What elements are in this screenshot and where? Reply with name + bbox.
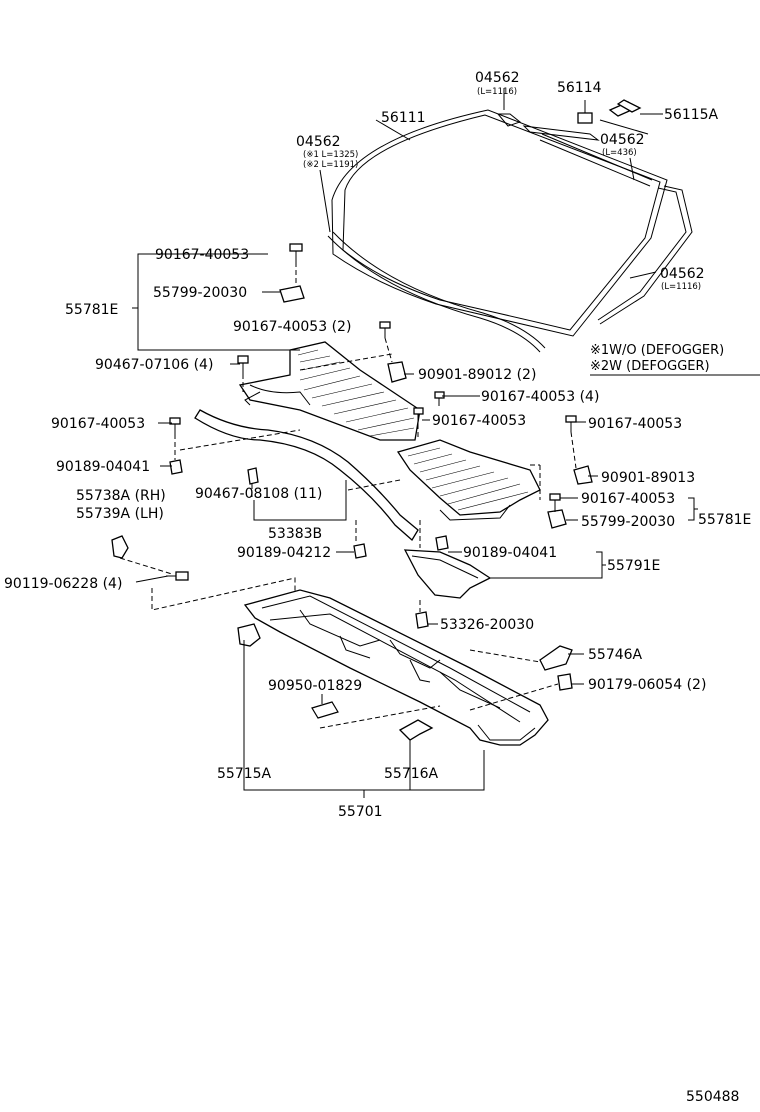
label-04562-top-length: (L=1116)	[477, 87, 517, 97]
bolt-icon	[289, 243, 303, 262]
note-without-defogger: ※1W/O (DEFOGGER)	[590, 343, 724, 358]
label-55739A: 55739A (LH)	[76, 506, 164, 522]
diagram-id: 550488	[686, 1089, 739, 1105]
label-90179: 90179-06054 (2)	[588, 677, 706, 693]
cowl-top-panel-right	[396, 439, 541, 521]
label-55781E-left: 55781E	[65, 302, 118, 318]
label-04562-left: 04562	[296, 134, 341, 150]
cowl-lower-panel	[243, 589, 549, 746]
label-55701: 55701	[338, 804, 383, 820]
bolt-icon	[565, 415, 577, 432]
label-04562-right: 04562	[660, 266, 705, 282]
label-90189-a: 90189-04041	[56, 459, 150, 475]
bracket-55746A	[539, 645, 573, 671]
label-55791E: 55791E	[607, 558, 660, 574]
nut-icon	[353, 543, 367, 559]
clip-icon	[387, 361, 407, 383]
side-moulding-mid	[539, 119, 653, 187]
label-04562-mid-length: (L=436)	[602, 148, 637, 158]
label-55738A: 55738A (RH)	[76, 488, 166, 504]
label-90901-2: 90901-89012 (2)	[418, 367, 536, 383]
clip-icon	[279, 285, 305, 303]
label-04562-top: 04562	[475, 70, 520, 86]
label-56115A: 56115A	[664, 107, 719, 123]
side-moulding-right	[597, 185, 693, 325]
label-04562-left-length2: (※2 L=1191)	[303, 160, 358, 170]
bolt-icon	[434, 391, 445, 406]
label-04562-left-length1: (※1 L=1325)	[303, 150, 358, 160]
part-labels: 04562 (L=1116) 56114 56115A 56111 04562 …	[4, 70, 751, 1105]
clip-icon	[547, 509, 567, 529]
nut-icon	[557, 673, 573, 691]
upper-moulding	[496, 113, 600, 141]
screw-icon	[237, 355, 249, 374]
label-90467-11: 90467-08108 (11)	[195, 486, 322, 502]
label-90167-d: 90167-40053	[588, 416, 682, 432]
label-56111: 56111	[381, 110, 426, 126]
label-90167-e: 90167-40053	[581, 491, 675, 507]
label-90167-b: 90167-40053	[432, 413, 526, 429]
cowl-bracket-55791E	[403, 549, 492, 599]
plug-90950	[311, 701, 339, 719]
hood-seal-53383B	[194, 409, 419, 542]
label-90950: 90950-01829	[268, 678, 362, 694]
label-56114: 56114	[557, 80, 602, 96]
label-04562-right-length: (L=1116)	[661, 282, 701, 292]
label-55799-b: 55799-20030	[581, 514, 675, 530]
note-with-defogger: ※2W (DEFOGGER)	[590, 359, 710, 374]
bolt-icon	[413, 407, 424, 424]
bolt-icon	[379, 321, 391, 338]
label-55746A: 55746A	[588, 647, 643, 663]
label-90189-b: 90189-04212	[237, 545, 331, 561]
label-55799-a: 55799-20030	[153, 285, 247, 301]
stay-55715A	[237, 623, 261, 647]
label-55715A: 55715A	[217, 766, 272, 782]
label-90167-4: 90167-40053 (4)	[481, 389, 599, 405]
screw-icon	[247, 467, 259, 485]
label-55781E-right: 55781E	[698, 512, 751, 528]
nut-icon	[435, 535, 449, 551]
bolt-icon	[549, 493, 561, 510]
cowl-top-panel-left	[238, 341, 421, 441]
bracket-55738A	[111, 535, 129, 559]
leader-lines	[132, 88, 698, 798]
label-04562-mid: 04562	[600, 132, 645, 148]
fasteners	[166, 243, 593, 691]
label-90189-c: 90189-04041	[463, 545, 557, 561]
stay-55716A	[398, 719, 434, 741]
label-90167-2: 90167-40053 (2)	[233, 319, 351, 335]
label-90901-b: 90901-89013	[601, 470, 695, 486]
label-53383B: 53383B	[268, 526, 322, 542]
label-90167-c: 90167-40053	[51, 416, 145, 432]
windshield-glass	[327, 109, 668, 353]
label-55716A: 55716A	[384, 766, 439, 782]
bolt-icon	[169, 417, 181, 434]
nut-icon	[169, 459, 183, 475]
label-90167-a: 90167-40053	[155, 247, 249, 263]
nut-icon	[415, 611, 429, 629]
label-53326: 53326-20030	[440, 617, 534, 633]
label-90467-4: 90467-07106 (4)	[95, 357, 213, 373]
clip-icon	[573, 465, 593, 485]
clip-56114	[577, 100, 593, 124]
dashed-guides	[119, 262, 577, 729]
label-90119: 90119-06228 (4)	[4, 576, 122, 592]
bracket-56115A	[608, 99, 663, 117]
